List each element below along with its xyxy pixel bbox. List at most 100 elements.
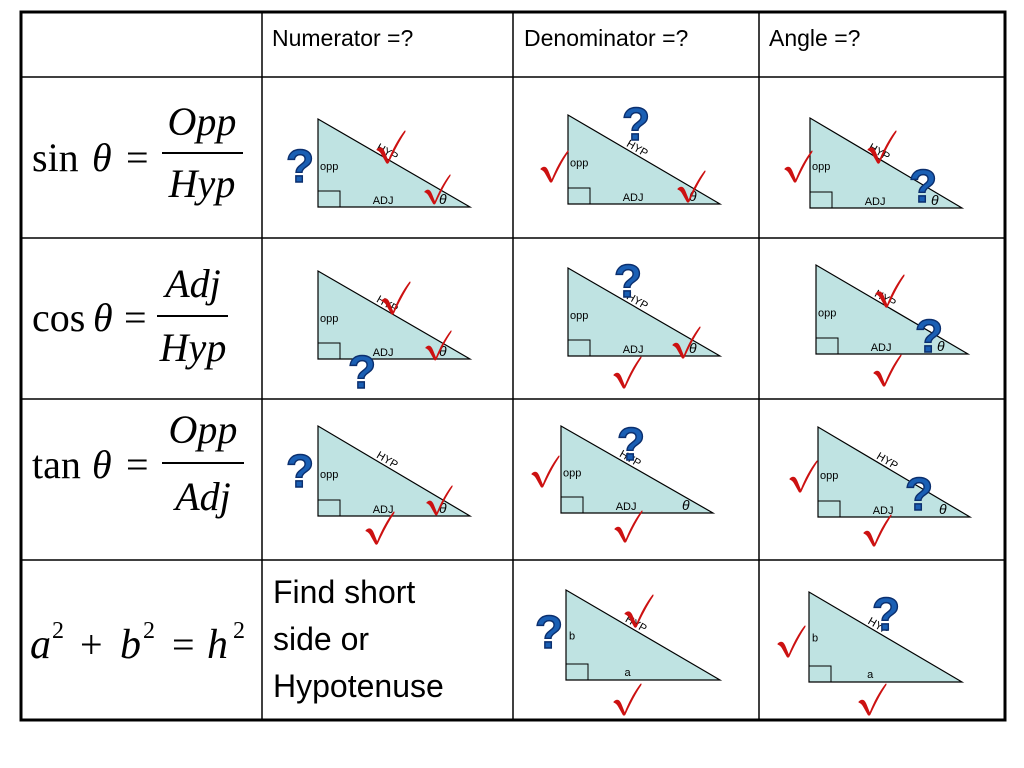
right-angle-marker [565,663,589,681]
adj-label: ADJ [865,196,886,208]
question-mark-icon: ? [535,606,563,658]
opp-label: opp [563,467,581,479]
sin-theta: θ [92,135,112,180]
cos-denominator: Hyp [159,325,227,370]
theta-label: θ [939,501,947,517]
header-numerator: Numerator =? [272,25,413,51]
question-mark-icon: ? [915,310,943,362]
tan-equals: = [126,442,149,487]
right-angle-marker [809,191,833,209]
find-instruction: Find short side or Hypotenuse [273,574,444,704]
sin-fn: sin [32,135,79,180]
checkmark-icon [777,625,806,658]
theta-label: θ [439,343,447,359]
triangle-shape [317,269,473,360]
theta-label: θ [937,338,945,354]
adj-label: ADJ [623,192,644,204]
checkmark-icon [613,683,642,716]
opp-label: opp [818,308,836,320]
cos-fn: cos [32,295,85,340]
checkmark-icon [613,356,642,389]
pyth-h-exp: 2 [233,618,245,644]
question-mark-icon: ? [286,140,314,192]
theta-label: θ [931,192,939,208]
adj-label: ADJ [616,501,637,513]
find-line-1: Find short [273,574,415,610]
triangle-shape [809,116,965,209]
question-mark-icon: ? [617,418,645,470]
question-mark-icon: ? [286,445,314,497]
pyth-equals: = [172,622,195,667]
pyth-plus: + [80,622,103,667]
triangle-shape [565,588,723,681]
question-mark-icon: ? [909,160,937,212]
theta-label: θ [439,191,447,207]
triangle-shape [817,425,973,518]
adj-label: ADJ [873,505,894,517]
cos-formula: cos θ = Adj Hyp [32,261,228,370]
opp-label: opp [570,158,588,170]
triangle-shape [317,424,473,517]
checkmark-icon [614,510,643,543]
pyth-h: h [207,622,228,668]
opp-label: opp [820,470,838,482]
question-mark-icon: ? [905,468,933,520]
right-angle-marker [567,187,591,205]
triangle-diagrams: HYPoppADJθHYPoppADJθHYPoppADJθ???HYPoppA… [285,97,973,716]
header-angle: Angle =? [769,25,860,51]
cos-equals: = [124,295,147,340]
triangle-shape [808,590,965,683]
checkmark-icon [540,150,569,183]
checkmark-icon [784,150,813,183]
triangle-shape [815,263,971,355]
adj-label: ADJ [871,342,892,354]
opp-label: opp [320,313,338,325]
pyth-a: a [30,622,51,668]
side-b-label: b [569,631,575,643]
question-mark-icon: ? [614,255,642,307]
opp-label: opp [320,469,338,481]
theta-label: θ [439,500,447,516]
right-angle-marker [817,500,841,518]
right-angle-marker [317,190,341,208]
side-a-label: a [867,669,874,681]
sin-equals: = [126,135,149,180]
adj-label: ADJ [373,195,394,207]
question-mark-icon: ? [872,588,900,640]
tan-theta: θ [92,442,112,487]
question-mark-icon: ? [348,346,376,398]
table-grid [19,10,1007,722]
sin-denominator: Hyp [168,161,236,206]
right-angle-marker [808,665,832,683]
checkmark-icon [789,460,818,493]
tan-formula: tan θ = Opp Adj [32,407,244,519]
sin-formula: sin θ = Opp Hyp [32,99,243,206]
pyth-b: b [120,622,141,668]
right-angle-marker [317,499,341,517]
opp-label: opp [320,161,338,173]
question-mark-icon: ? [622,98,650,150]
theta-label: θ [689,340,697,356]
checkmark-icon [858,683,887,716]
triangle-shape [567,113,723,205]
side-b-label: b [812,633,818,645]
tan-fn: tan [32,442,81,487]
opp-label: opp [812,161,830,173]
tan-numerator: Opp [169,407,238,452]
right-angle-marker [567,339,591,357]
triangle-shape [567,266,723,357]
pythagoras-formula: a 2 + b 2 = h 2 [30,618,245,668]
opp-label: opp [570,310,588,322]
theta-label: θ [682,497,690,513]
adj-label: ADJ [623,344,644,356]
triangle-shape [560,424,716,514]
